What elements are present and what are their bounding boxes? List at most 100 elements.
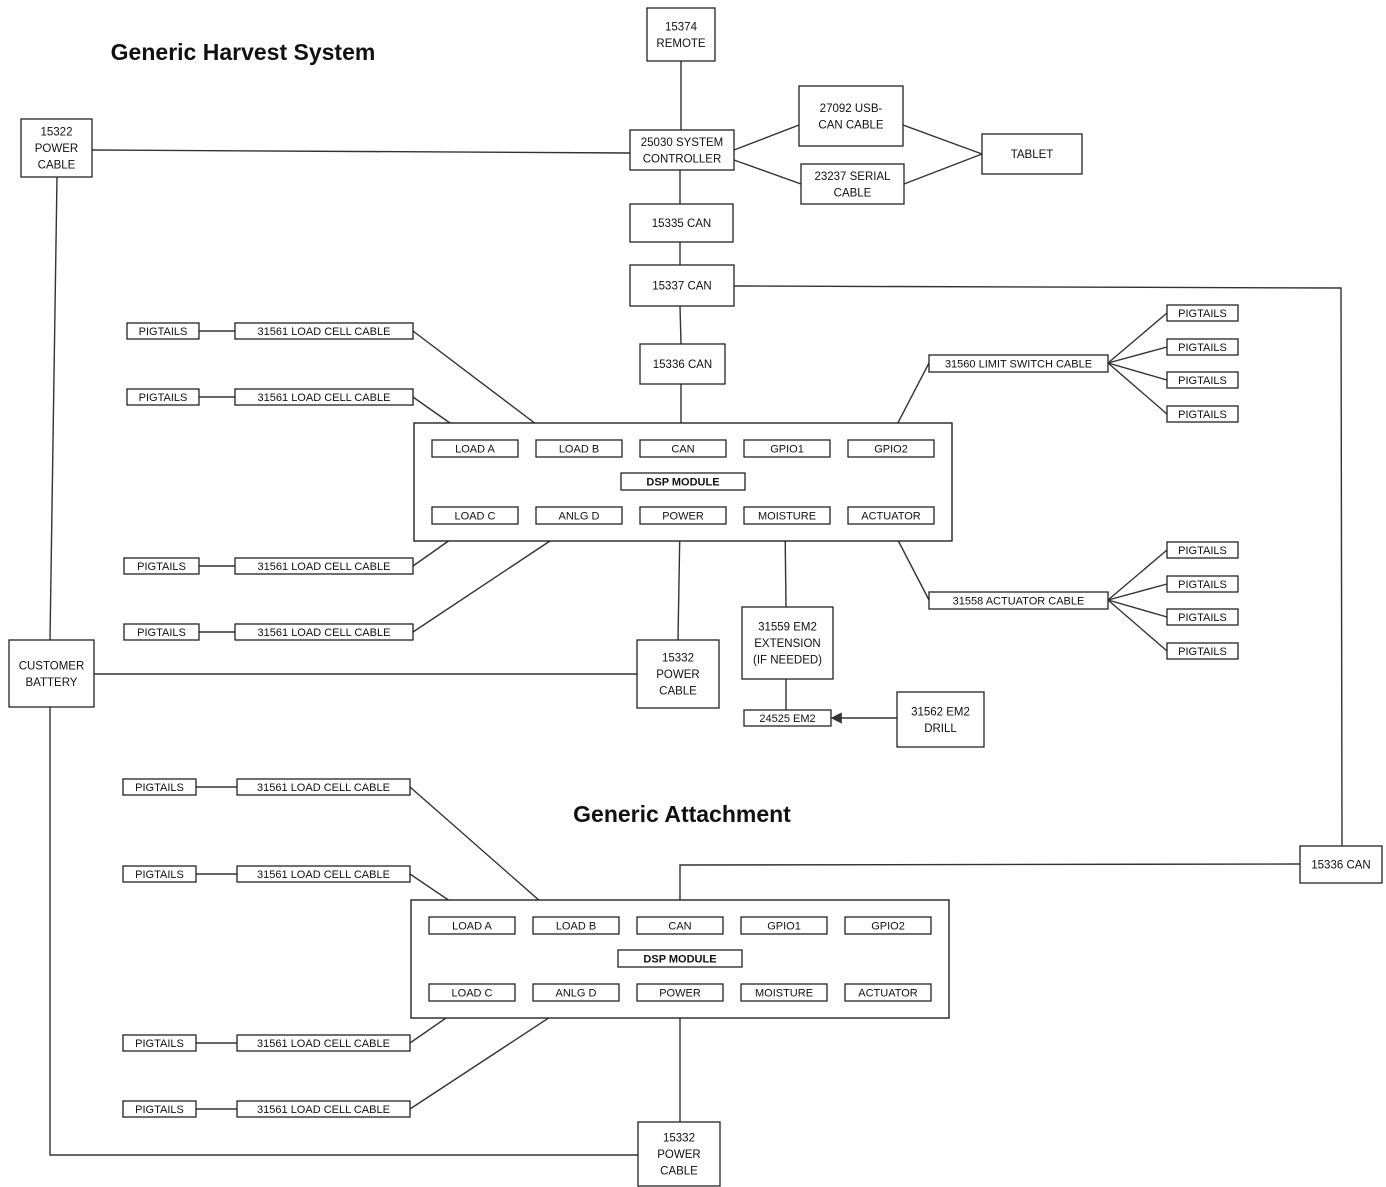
line-act-pig-2: [1107, 599, 1168, 618]
system-controller-box-label: CONTROLLER: [643, 153, 722, 165]
pigtails-mid-0: PIGTAILS: [123, 557, 200, 575]
dsp-main-port-load-b-frame: [535, 439, 623, 458]
pigtails-limit-2-label: PIGTAILS: [1178, 375, 1227, 387]
pigtails-limit-1-label: PIGTAILS: [1178, 342, 1227, 354]
load-cell-cable-lower-1-frame: [236, 865, 411, 883]
load-cell-cable-mid-1-frame: [234, 623, 414, 641]
limit-switch-cable-box: 31560 LIMIT SWITCH CABLE: [928, 354, 1109, 373]
dsp-main-port-anlg-d-frame: [535, 506, 623, 525]
serial-cable-box-label: 23237 SERIAL: [814, 171, 891, 183]
pigtails-lower-1-frame: [122, 865, 197, 883]
pigtails-lower-0: PIGTAILS: [122, 778, 197, 796]
pigtails-bottom-0-label: PIGTAILS: [135, 1038, 184, 1050]
can-15335-box: 15335 CAN: [629, 203, 734, 243]
line-limit-pig-0: [1107, 312, 1168, 364]
dsp-main-port-can-label: CAN: [671, 443, 694, 455]
can-15337-box-label: 15337 CAN: [652, 281, 711, 293]
load-cell-cable-bottom-1-label: 31561 LOAD CELL CABLE: [257, 1104, 390, 1116]
dsp-attachment-port-anlg-d-label: ANLG D: [556, 987, 597, 999]
em2-extension-box-label: (IF NEEDED): [753, 655, 822, 667]
power-cable-15332-bottom-box-label: 15332: [663, 1133, 695, 1145]
em2-extension-box-label: EXTENSION: [754, 638, 820, 650]
pigtails-mid-1: PIGTAILS: [123, 623, 200, 641]
can-15335-box-label: 15335 CAN: [652, 218, 711, 230]
pigtails-upper-0-frame: [126, 322, 200, 340]
pigtails-actuator-1: PIGTAILS: [1166, 575, 1239, 593]
dsp-main-port-actuator: ACTUATOR: [847, 506, 935, 525]
usb-can-cable-box-frame: [798, 85, 904, 147]
power-cable-15332-mid-box-label: POWER: [656, 669, 699, 681]
pigtails-upper-1-label: PIGTAILS: [139, 392, 188, 404]
pigtails-bottom-1-label: PIGTAILS: [135, 1104, 184, 1116]
power-cable-15332-bottom-box-label: CABLE: [660, 1166, 698, 1178]
dsp-main-port-anlg-d: ANLG D: [535, 506, 623, 525]
em2-drill-box-label: 31562 EM2: [911, 706, 970, 718]
customer-battery-box-frame: [8, 639, 95, 708]
load-cell-cable-upper-1-label: 31561 LOAD CELL CABLE: [258, 392, 391, 404]
pigtails-actuator-1-frame: [1166, 575, 1239, 593]
dsp-main-port-power: POWER: [639, 506, 727, 525]
em2-extension-box-frame: [741, 606, 834, 680]
load-cell-cable-upper-0-label: 31561 LOAD CELL CABLE: [258, 326, 391, 338]
dsp-main-port-can-frame: [639, 439, 727, 458]
pigtails-mid-1-frame: [123, 623, 200, 641]
dsp-attachment-port-actuator: ACTUATOR: [844, 983, 932, 1002]
limit-switch-cable-box-label: 31560 LIMIT SWITCH CABLE: [945, 358, 1092, 370]
pigtails-limit-1-frame: [1166, 338, 1239, 356]
pigtails-limit-0: PIGTAILS: [1166, 304, 1239, 322]
dsp-attachment-port-load-c: LOAD C: [428, 983, 516, 1002]
dsp-attachment-label-frame: [617, 949, 743, 968]
serial-cable-box-label: CABLE: [834, 187, 872, 199]
pigtails-lower-1-label: PIGTAILS: [135, 869, 184, 881]
can-15337-box-frame: [629, 264, 735, 307]
load-cell-cable-lower-1-label: 31561 LOAD CELL CABLE: [257, 869, 390, 881]
system-controller-box-frame: [629, 129, 735, 171]
diagram-title: Generic Harvest System: [111, 39, 376, 65]
dsp-attachment-port-anlg-d: ANLG D: [532, 983, 620, 1002]
line-act-pig-3: [1107, 599, 1168, 652]
dsp-attachment-port-load-a-frame: [428, 916, 516, 935]
load-cell-cable-bottom-0: 31561 LOAD CELL CABLE: [236, 1034, 411, 1052]
dsp-main-port-moisture-label: MOISTURE: [758, 510, 816, 522]
pigtails-actuator-0-label: PIGTAILS: [1178, 545, 1227, 557]
dsp-main-port-load-a-label: LOAD A: [455, 443, 495, 455]
dsp-main-port-load-c: LOAD C: [431, 506, 519, 525]
dsp-main-port-load-a: LOAD A: [431, 439, 519, 458]
load-cell-cable-lower-0: 31561 LOAD CELL CABLE: [236, 778, 411, 796]
dsp-attachment-port-can-frame: [636, 916, 724, 935]
power-cable-15322-box-label: CABLE: [38, 160, 76, 172]
dsp-main-port-gpio2-label: GPIO2: [874, 443, 908, 455]
load-cell-cable-bottom-1: 31561 LOAD CELL CABLE: [236, 1100, 411, 1118]
dsp-main-port-can: CAN: [639, 439, 727, 458]
power-cable-15332-mid-box-label: 15332: [662, 653, 694, 665]
dsp-attachment-port-gpio2: GPIO2: [844, 916, 932, 935]
dsp-attachment-port-moisture-frame: [740, 983, 828, 1002]
can-15336-top-box: 15336 CAN: [639, 343, 726, 385]
remote-box-frame: [646, 7, 716, 62]
usb-can-cable-box-label: 27092 USB-: [820, 103, 883, 115]
dsp-main-label-frame: [620, 472, 746, 491]
usb-can-cable-box: 27092 USB-CAN CABLE: [798, 85, 904, 147]
pigtails-bottom-0-frame: [122, 1034, 197, 1052]
dsp-main-port-load-c-frame: [431, 506, 519, 525]
dsp-attachment-port-power-frame: [636, 983, 724, 1002]
pigtails-actuator-0-frame: [1166, 541, 1239, 559]
pigtails-limit-1: PIGTAILS: [1166, 338, 1239, 356]
dsp-attachment-port-gpio2-frame: [844, 916, 932, 935]
load-cell-cable-lower-1: 31561 LOAD CELL CABLE: [236, 865, 411, 883]
load-cell-cable-upper-1-frame: [234, 388, 414, 406]
line-controller-serial: [733, 159, 802, 185]
dsp-attachment-port-actuator-label: ACTUATOR: [858, 987, 918, 999]
load-cell-cable-mid-0: 31561 LOAD CELL CABLE: [234, 557, 414, 575]
limit-switch-cable-box-frame: [928, 354, 1109, 373]
dsp-attachment-port-gpio1-frame: [740, 916, 828, 935]
serial-cable-box: 23237 SERIAL CABLE: [800, 163, 905, 205]
pigtails-bottom-1-frame: [122, 1100, 197, 1118]
dsp-main-port-gpio1-label: GPIO1: [770, 443, 804, 455]
dsp-main-port-gpio1-frame: [743, 439, 831, 458]
